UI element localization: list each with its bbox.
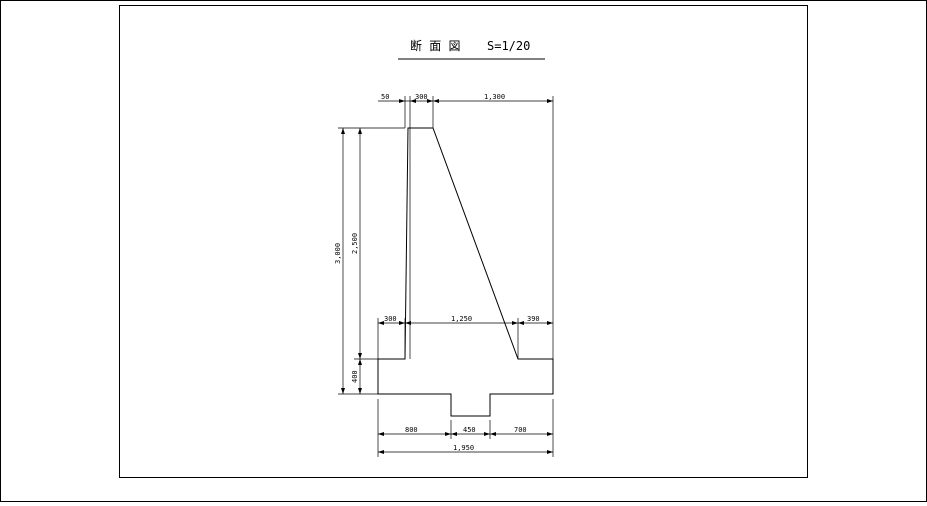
top-dimension-line xyxy=(378,96,554,359)
wall-section-outline xyxy=(377,127,554,417)
inner-frame xyxy=(119,5,808,478)
dim-height-footing: 400 xyxy=(351,370,359,383)
dim-base-800: 800 xyxy=(405,426,418,434)
drawing-scale: S=1/20 xyxy=(487,39,530,53)
total-width-dimension-line xyxy=(378,450,553,454)
dim-top-50: 50 xyxy=(381,93,389,101)
drawing-title: 断 面 図 xyxy=(410,38,460,53)
base-dimension-line xyxy=(377,399,554,457)
dim-base-700: 700 xyxy=(514,426,527,434)
mid-dimension-line xyxy=(377,318,553,359)
dim-height-stem: 2,500 xyxy=(351,233,359,254)
dim-top-300: 300 xyxy=(415,93,428,101)
dim-mid-390: 390 xyxy=(527,315,540,323)
dim-height-total: 3,000 xyxy=(334,243,342,264)
height-dimension-lines xyxy=(338,127,405,395)
dim-top-1300: 1,300 xyxy=(484,93,505,101)
dim-total-width: 1,950 xyxy=(453,444,474,452)
dim-mid-300: 300 xyxy=(384,315,397,323)
dim-base-450: 450 xyxy=(463,426,476,434)
dim-mid-1250: 1,250 xyxy=(451,315,472,323)
